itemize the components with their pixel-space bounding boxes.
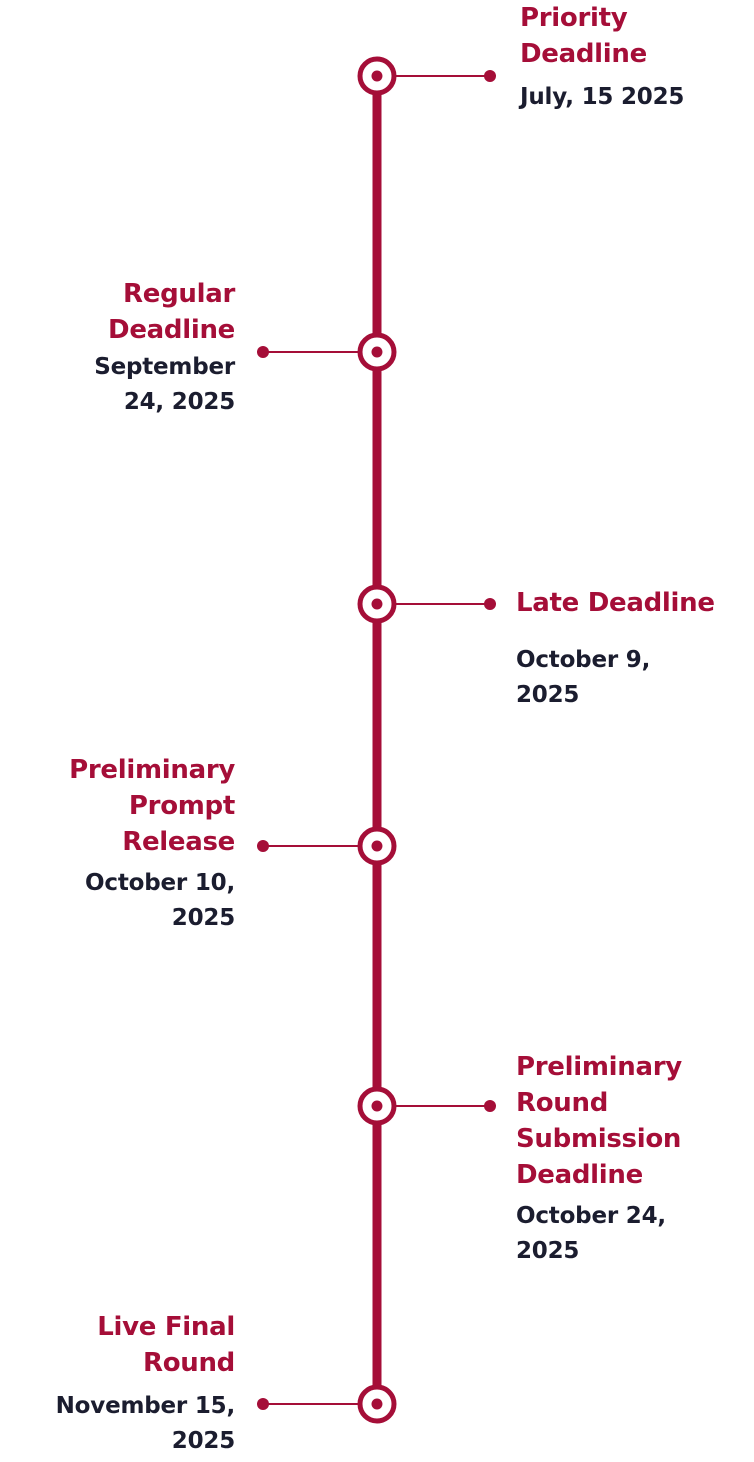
connector-end-dot xyxy=(257,346,269,358)
event-date: July, 15 2025 xyxy=(520,84,685,110)
milestone-center-dot xyxy=(371,1398,383,1410)
event-date: October 24,2025 xyxy=(516,1203,666,1264)
milestone-center-dot xyxy=(371,1100,383,1112)
milestone-center-dot xyxy=(371,840,383,852)
connector-end-dot xyxy=(484,1100,496,1112)
event-date: November 15,2025 xyxy=(55,1393,236,1454)
event-date: October 9,2025 xyxy=(516,647,651,708)
connector-end-dot xyxy=(484,598,496,610)
event-title: Late Deadline xyxy=(516,588,715,618)
event-date: October 10,2025 xyxy=(85,870,235,931)
connector-end-dot xyxy=(484,70,496,82)
milestone-center-dot xyxy=(371,346,383,358)
connector-end-dot xyxy=(257,840,269,852)
milestone-center-dot xyxy=(371,598,383,610)
milestone-center-dot xyxy=(371,70,383,82)
event-late-deadline: Late Deadline October 9,2025 xyxy=(516,585,754,713)
timeline-markers xyxy=(257,56,496,1424)
connector-end-dot xyxy=(257,1398,269,1410)
